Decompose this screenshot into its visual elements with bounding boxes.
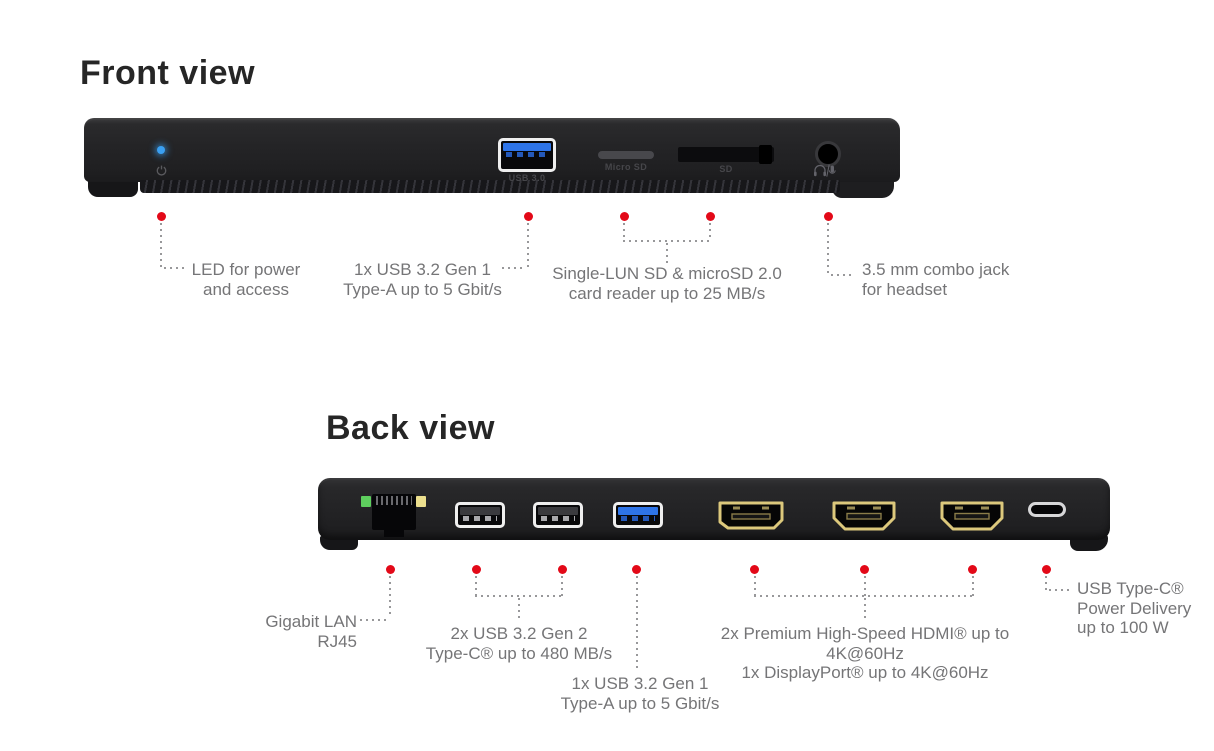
- annotation-usb-front: 1x USB 3.2 Gen 1 Type-A up to 5 Gbit/s: [343, 260, 502, 299]
- leader-line: [623, 240, 711, 242]
- leader-line: [1045, 576, 1047, 590]
- leader-line: [389, 576, 391, 618]
- front-device-vent-texture: [140, 180, 840, 193]
- leader-line: [666, 243, 668, 263]
- annotation-usb-gen1: 1x USB 3.2 Gen 1 Type-A up to 5 Gbit/s: [560, 674, 720, 713]
- annotation-dot-jack: [824, 212, 833, 221]
- front-device-foot-left: [88, 179, 138, 197]
- leader-line: [561, 576, 563, 596]
- leader-line: [623, 223, 625, 241]
- annotation-video: 2x Premium High-Speed HDMI® up to 4K@60H…: [720, 624, 1010, 682]
- rj45-port: [372, 494, 416, 537]
- leader-line: [475, 576, 477, 596]
- annotation-usb-gen2: 2x USB 3.2 Gen 2 Type-C® up to 480 MB/s: [425, 624, 613, 663]
- leader-line: [754, 576, 756, 596]
- sd-slot: [678, 145, 774, 164]
- annotation-dot-microsd: [620, 212, 629, 221]
- front-device: USB 3.0 Micro SD SD: [84, 118, 900, 202]
- rj45-led-green: [361, 496, 371, 507]
- front-device-body: [84, 118, 900, 182]
- annotation-dot-displayport: [750, 565, 759, 574]
- annotation-dot-usb-front: [524, 212, 533, 221]
- power-icon: [156, 165, 167, 176]
- annotation-lan: Gigabit LAN RJ45: [265, 612, 357, 651]
- leader-line: [502, 267, 524, 269]
- leader-line: [827, 223, 829, 275]
- annotation-dot-led: [157, 212, 166, 221]
- leader-line: [864, 576, 866, 596]
- leader-line: [1049, 589, 1073, 591]
- annotation-dot-hdmi-2: [968, 565, 977, 574]
- leader-line: [864, 598, 866, 620]
- headset-mic-icon: [813, 164, 837, 177]
- microsd-slot: [598, 151, 654, 159]
- leader-line: [527, 223, 529, 267]
- annotation-dot-lan: [386, 565, 395, 574]
- rj45-tab: [384, 530, 404, 537]
- hdmi-port-2: [940, 501, 1004, 531]
- leader-line: [754, 595, 974, 597]
- annotation-dot-usb-a-1: [472, 565, 481, 574]
- hdmi-port-1: [832, 501, 896, 531]
- displayport-port: [718, 501, 784, 530]
- sd-slot-label: SD: [719, 164, 733, 174]
- leader-line: [972, 576, 974, 596]
- annotation-dot-usb-a-2: [558, 565, 567, 574]
- usb3-port-front-label: USB 3.0: [508, 173, 546, 183]
- front-view-title: Front view: [80, 54, 256, 92]
- annotation-usb-c-pd: USB Type-C® Power Delivery up to 100 W: [1077, 579, 1192, 637]
- annotation-led: LED for power and access: [191, 260, 301, 299]
- back-view-title: Back view: [326, 409, 495, 447]
- usb-a-port-2: [533, 502, 583, 528]
- back-device: [318, 478, 1110, 556]
- annotation-dot-usb-c: [1042, 565, 1051, 574]
- usb3-port-front: [498, 138, 556, 172]
- annotation-dot-sd: [706, 212, 715, 221]
- microsd-slot-label: Micro SD: [604, 162, 648, 172]
- leader-line: [160, 223, 162, 267]
- leader-line: [360, 619, 386, 621]
- annotation-card-reader: Single-LUN SD & microSD 2.0 card reader …: [552, 264, 782, 303]
- annotation-dot-usb3-back: [632, 565, 641, 574]
- leader-line: [709, 223, 711, 241]
- leader-line: [518, 598, 520, 620]
- leader-line: [831, 274, 855, 276]
- rj45-pins: [376, 496, 412, 505]
- usb-a-port-1: [455, 502, 505, 528]
- annotation-dot-hdmi-1: [860, 565, 869, 574]
- leader-line: [636, 576, 638, 670]
- leader-line: [164, 267, 186, 269]
- leader-line: [475, 595, 563, 597]
- usb3-port-back: [613, 502, 663, 528]
- power-led: [157, 146, 165, 154]
- audio-jack: [815, 141, 841, 167]
- rj45-led-yellow: [416, 496, 426, 507]
- usb-c-port: [1028, 502, 1066, 517]
- sd-slot-end: [759, 145, 772, 164]
- annotation-jack: 3.5 mm combo jack for headset: [862, 260, 1010, 299]
